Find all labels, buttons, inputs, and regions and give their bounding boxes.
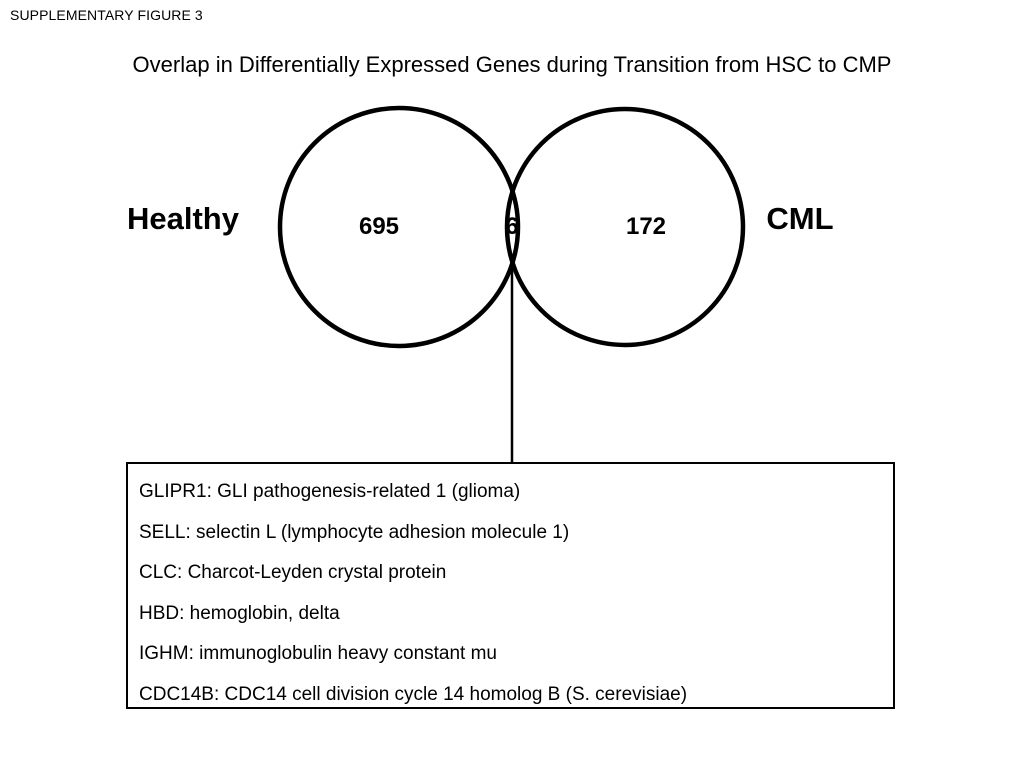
cml-circle bbox=[504, 106, 746, 348]
gene-list-item: IGHM: immunoglobulin heavy constant mu bbox=[139, 643, 497, 665]
healthy-circle bbox=[277, 105, 521, 349]
overlap-count: 6 bbox=[505, 213, 518, 240]
healthy-set-label: Healthy bbox=[127, 201, 240, 236]
overlap-genes-box: GLIPR1: GLI pathogenesis-related 1 (glio… bbox=[126, 462, 895, 709]
gene-list-item: SELL: selectin L (lymphocyte adhesion mo… bbox=[139, 521, 570, 543]
gene-list-item: CDC14B: CDC14 cell division cycle 14 hom… bbox=[139, 683, 688, 705]
gene-list-item: HBD: hemoglobin, delta bbox=[139, 602, 340, 624]
healthy-only-count: 695 bbox=[359, 213, 399, 240]
cml-only-count: 172 bbox=[626, 213, 666, 240]
cml-set-label: CML bbox=[766, 201, 833, 236]
gene-list-item: CLC: Charcot-Leyden crystal protein bbox=[139, 562, 447, 584]
supplementary-figure-label: SUPPLEMENTARY FIGURE 3 bbox=[10, 7, 203, 23]
figure-title: Overlap in Differentially Expressed Gene… bbox=[132, 52, 892, 77]
gene-list-item: GLIPR1: GLI pathogenesis-related 1 (glio… bbox=[139, 481, 521, 502]
